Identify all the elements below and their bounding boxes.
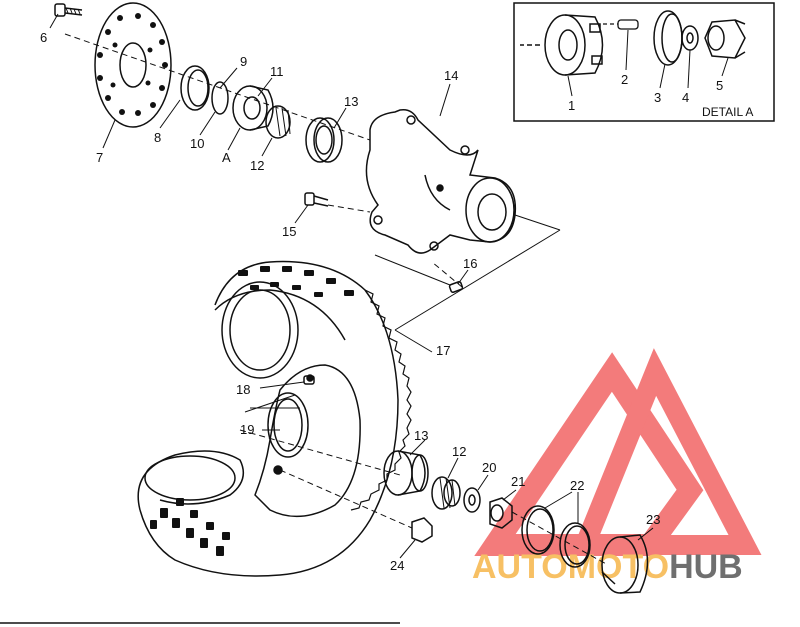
callout-12-lower: 12 [452,444,466,459]
callout-12-upper: 12 [250,158,264,173]
part-14-hub [365,108,517,254]
part-24-lug-nut [411,517,433,543]
callout-18: 18 [236,382,250,397]
part-6-bolt [54,3,83,17]
part-15-screw [304,192,329,207]
part-13-race-upper [305,117,343,163]
callout-15: 15 [282,224,296,239]
detail-callout-5: 5 [716,78,723,93]
callout-20: 20 [482,460,496,475]
callout-10: 10 [190,136,204,151]
detail-callout-2: 2 [621,72,628,87]
callout-8: 8 [154,130,161,145]
callout-11: 11 [270,64,284,79]
callout-19: 19 [240,422,254,437]
callout-17: 17 [436,343,450,358]
callout-14: 14 [444,68,458,83]
callout-22: 22 [570,478,584,493]
callout-24: 24 [390,558,404,573]
callout-a: A [222,150,231,165]
part-16-fitting [448,281,464,293]
part-18-valve-stem [303,375,315,385]
detail-leaders [567,29,729,97]
part-19-rim [254,364,361,518]
assembly-frame-lines [374,214,561,331]
watermark-text-b: HUB [669,548,743,586]
part-7-brake-disc [94,2,172,128]
lower-axis-lines [239,429,609,566]
detail-part-2-drawing [603,19,639,30]
callout-6: 6 [40,30,47,45]
wheel-assembly [137,260,649,594]
leader-lines [49,13,654,559]
part-8-seal [180,65,210,111]
part-12-bearing-lower [431,476,461,510]
detail-callout-4: 4 [682,90,689,105]
detail-callout-1: 1 [568,98,575,113]
callout-21: 21 [511,474,525,489]
part-23-cap [601,534,649,594]
part-21-nut [489,497,513,529]
part-13-race-lower [383,450,429,496]
part-22-o-rings [521,505,591,568]
hub-assembly [54,2,561,331]
detail-part-5-drawing [704,19,746,59]
svg-text:AUTOMOTOHUB: AUTOMOTOHUB [472,548,743,586]
assembly-axis-lines [64,33,463,288]
callout-23: 23 [646,512,660,527]
callout-13-lower: 13 [414,428,428,443]
part-20-washer [463,487,481,513]
callout-16: 16 [463,256,477,271]
detail-part-4-drawing [681,25,699,51]
callout-7: 7 [96,150,103,165]
callout-9: 9 [240,54,247,69]
detail-a-panel: 1 2 3 4 5 DETAIL A [513,2,775,122]
detail-title: DETAIL A [702,105,753,119]
detail-part-1-drawing [520,14,604,76]
part-9-ring [211,81,229,115]
detail-part-3-drawing [653,10,683,66]
watermark-text-a: AUTOMOTO [472,548,669,586]
part-17-tire [137,260,412,577]
callouts: 6 7 8 9 10 A 11 12 13 14 15 16 17 18 19 … [40,30,660,573]
part-12-bearing-upper [265,105,291,139]
detail-callout-3: 3 [654,90,661,105]
part-11-clutch-a [232,85,274,131]
callout-13-upper: 13 [344,94,358,109]
